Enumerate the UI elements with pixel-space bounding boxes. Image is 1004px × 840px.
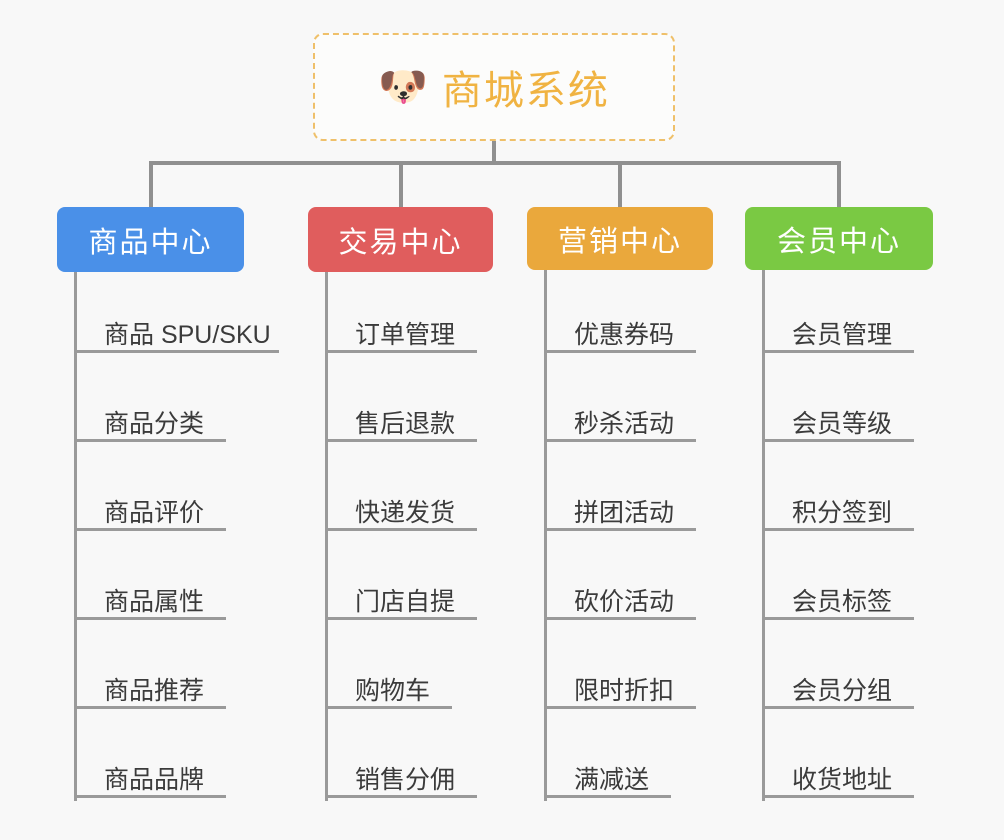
branch-product-center: 商品中心商品 SPU/SKU 商品分类商品评价商品属性商品推荐商品品牌 (0, 0, 279, 840)
leaf-item-label: 会员等级 (792, 409, 893, 438)
leaf-item[interactable]: 快递发货 (325, 477, 477, 531)
leaf-item-label: 满减送 (574, 765, 650, 794)
leaf-item[interactable]: 秒杀活动 (544, 388, 696, 442)
leaf-item-label: 商品属性 (104, 587, 205, 616)
leaf-item[interactable]: 销售分佣 (325, 744, 477, 798)
leaf-item-label: 会员分组 (792, 676, 893, 705)
leaf-trunk-line (544, 270, 547, 801)
leaf-item-label: 销售分佣 (355, 765, 456, 794)
category-label: 商品中心 (88, 226, 213, 259)
leaf-trunk-line (325, 272, 328, 801)
leaf-item[interactable]: 会员管理 (762, 299, 914, 353)
leaf-item[interactable]: 积分签到 (762, 477, 914, 531)
branch-connector-line (398, 161, 403, 207)
leaf-item[interactable]: 收货地址 (762, 744, 914, 798)
leaf-item[interactable]: 订单管理 (325, 299, 477, 353)
branch-connector-line (148, 161, 153, 207)
leaf-item-label: 秒杀活动 (574, 409, 675, 438)
leaf-item-label: 商品品牌 (104, 765, 205, 794)
category-label: 会员中心 (776, 225, 901, 258)
category-box-product-center[interactable]: 商品中心 (57, 207, 244, 272)
branch-connector-line (618, 161, 622, 207)
leaf-item[interactable]: 砍价活动 (544, 566, 696, 620)
leaf-item[interactable]: 优惠券码 (544, 299, 696, 353)
leaf-item[interactable]: 满减送 (544, 744, 671, 798)
leaf-item[interactable]: 门店自提 (325, 566, 477, 620)
branch-bus-line (150, 161, 840, 165)
leaf-item-label: 积分签到 (792, 498, 893, 527)
leaf-item[interactable]: 商品品牌 (74, 744, 226, 798)
leaf-item[interactable]: 会员分组 (762, 655, 914, 709)
leaf-item-label: 会员管理 (792, 320, 893, 349)
root-node[interactable]: 🐶 商城系统 (313, 33, 675, 141)
leaf-item[interactable]: 商品 SPU/SKU (74, 299, 279, 353)
dog-face-icon: 🐶 (378, 64, 428, 110)
leaf-item-label: 会员标签 (792, 587, 893, 616)
root-title: 商城系统 (441, 69, 610, 113)
leaf-item[interactable]: 商品评价 (74, 477, 226, 531)
leaf-item-label: 砍价活动 (574, 587, 675, 616)
leaf-item[interactable]: 商品属性 (74, 566, 226, 620)
leaf-item-label: 商品推荐 (104, 676, 205, 705)
leaf-item-label: 优惠券码 (574, 320, 675, 349)
leaf-item[interactable]: 商品分类 (74, 388, 226, 442)
category-label: 营销中心 (557, 225, 682, 258)
leaf-item-label: 售后退款 (355, 409, 456, 438)
leaf-item-label: 收货地址 (792, 765, 893, 794)
leaf-item-label: 购物车 (355, 676, 431, 705)
root-stem-line (492, 141, 496, 163)
branch-marketing-center: 营销中心优惠券码秒杀活动拼团活动砍价活动限时折扣满减送 (0, 0, 713, 840)
leaf-item-label: 商品评价 (104, 498, 205, 527)
leaf-item[interactable]: 会员等级 (762, 388, 914, 442)
leaf-item-label: 拼团活动 (574, 498, 675, 527)
category-box-member-center[interactable]: 会员中心 (745, 207, 933, 270)
leaf-item-label: 快递发货 (355, 498, 456, 527)
leaf-item-label: 限时折扣 (574, 676, 675, 705)
category-label: 交易中心 (338, 226, 463, 259)
leaf-item-label: 商品 SPU/SKU (104, 320, 271, 349)
category-box-trade-center[interactable]: 交易中心 (308, 207, 493, 272)
leaf-item[interactable]: 拼团活动 (544, 477, 696, 531)
leaf-item-label: 门店自提 (355, 587, 456, 616)
leaf-item[interactable]: 购物车 (325, 655, 452, 709)
leaf-item[interactable]: 售后退款 (325, 388, 477, 442)
category-box-marketing-center[interactable]: 营销中心 (527, 207, 713, 270)
branch-connector-line (837, 161, 841, 207)
branch-member-center: 会员中心会员管理会员等级积分签到会员标签会员分组收货地址 (0, 0, 933, 840)
leaf-item-label: 商品分类 (104, 409, 205, 438)
leaf-item[interactable]: 限时折扣 (544, 655, 696, 709)
leaf-trunk-line (74, 272, 77, 801)
leaf-item-label: 订单管理 (355, 320, 456, 349)
leaf-trunk-line (762, 270, 765, 801)
leaf-item[interactable]: 会员标签 (762, 566, 914, 620)
leaf-item[interactable]: 商品推荐 (74, 655, 226, 709)
branch-trade-center: 交易中心订单管理售后退款快递发货门店自提购物车销售分佣 (0, 0, 493, 840)
